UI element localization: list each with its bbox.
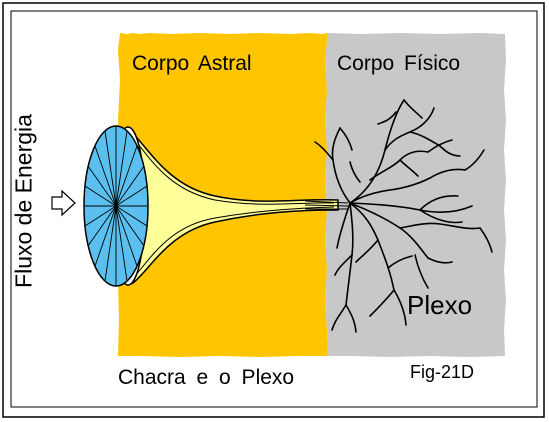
energy-flow-label: Fluxo de Energia <box>10 114 37 288</box>
astral-body-region <box>118 33 328 357</box>
energy-flow-label-container: Fluxo de Energia <box>4 96 44 306</box>
physical-body-region <box>325 33 506 357</box>
nerve-plexus-icon <box>314 99 493 333</box>
physical-body-label: Corpo Físico <box>337 52 461 75</box>
astral-body-label: Corpo Astral <box>132 52 252 75</box>
energy-funnel <box>127 126 349 285</box>
energy-flow-arrow-icon <box>51 189 76 217</box>
chakra-disc-icon <box>83 125 149 287</box>
figure-caption: Chacra e o Plexo <box>118 366 295 389</box>
plexus-label: Plexo <box>407 290 473 320</box>
figure-id: Fig-21D <box>410 362 475 382</box>
